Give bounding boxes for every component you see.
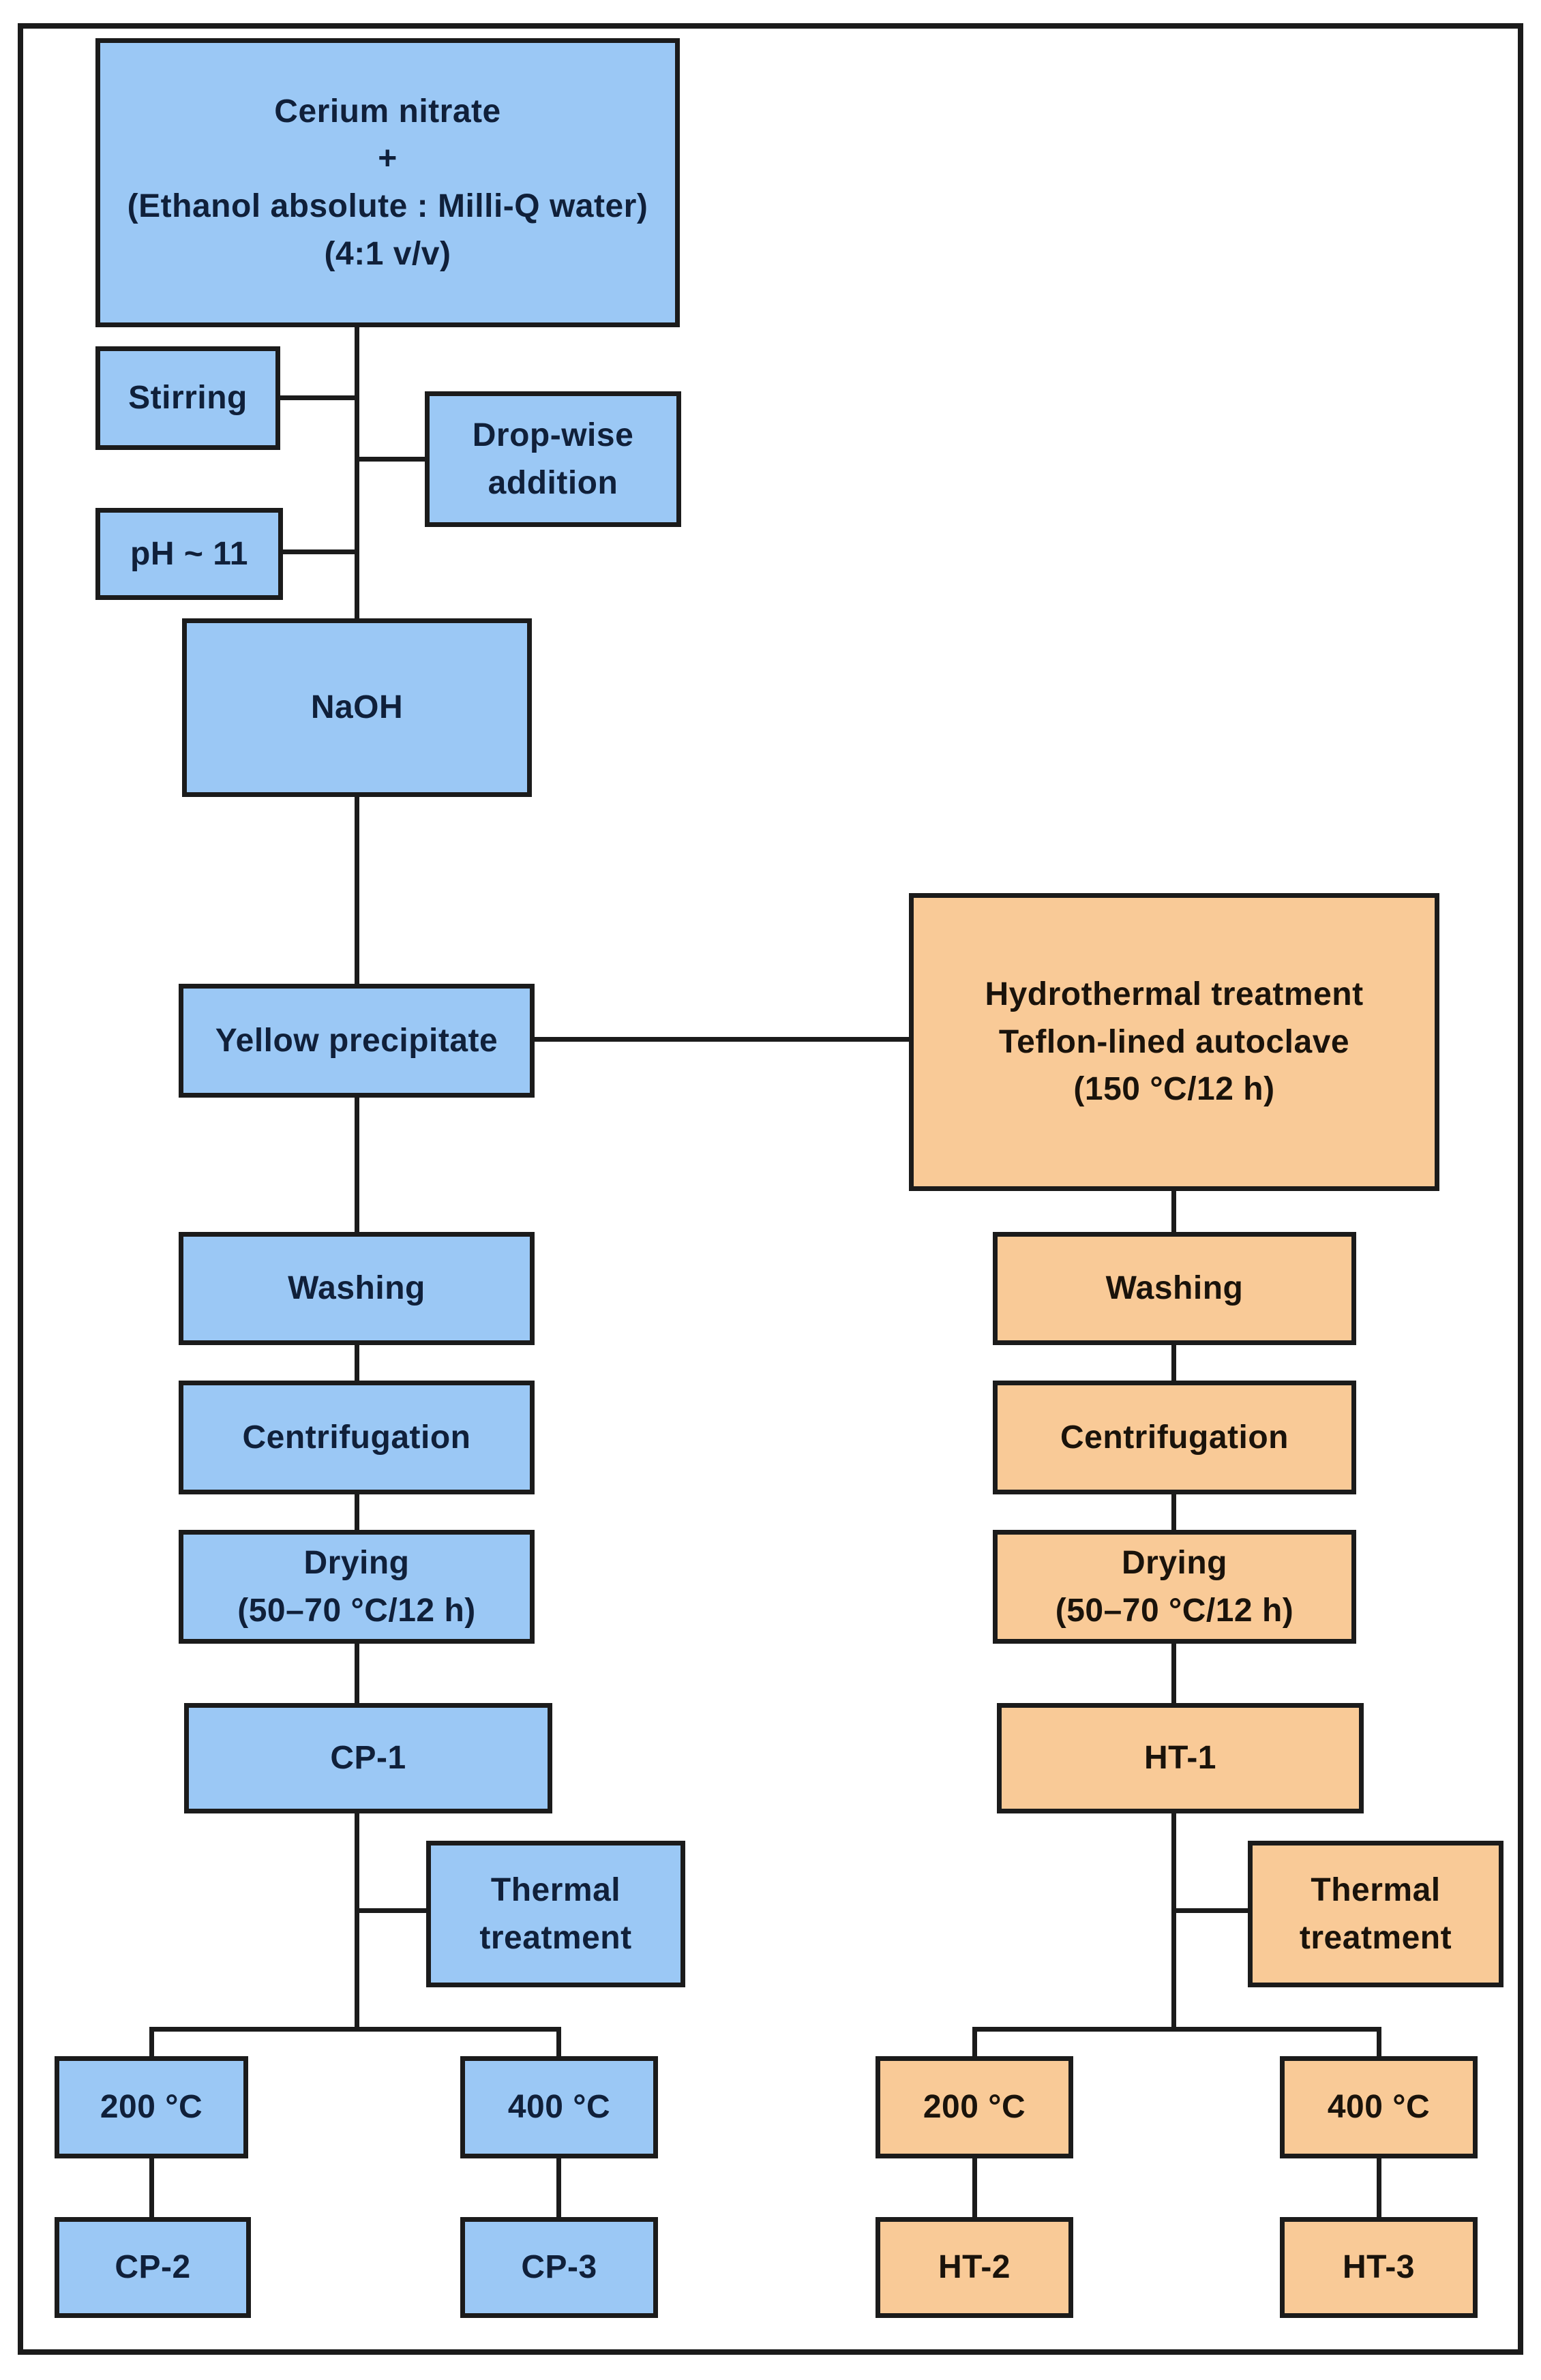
edge-precipitate-to-hydrothermal: [533, 1037, 910, 1042]
edge-stub-ph: [279, 549, 357, 554]
node-dropwise-addition: Drop-wise addition: [425, 391, 681, 527]
edge-stub-dropwise: [357, 457, 426, 462]
node-precursor: Cerium nitrate + (Ethanol absolute : Mil…: [95, 38, 680, 327]
edge-ht200-to-ht2: [972, 2157, 977, 2220]
node-yellow-precipitate: Yellow precipitate: [179, 984, 535, 1098]
node-ht3: HT-3: [1280, 2217, 1478, 2318]
edge-cp-split-bar: [149, 2027, 561, 2032]
edge-ht400-to-ht3: [1377, 2157, 1381, 2220]
edge-stub-ht-thermal: [1173, 1908, 1249, 1913]
edge-ht-drying-to-ht1: [1171, 1642, 1176, 1704]
edge-cp400-to-cp3: [556, 2157, 561, 2220]
node-naoh: NaOH: [182, 618, 532, 797]
edge-stub-cp-thermal: [357, 1908, 428, 1913]
edge-cp200-to-cp2: [149, 2157, 154, 2220]
edge-precursor-to-naoh: [355, 326, 359, 620]
edge-naoh-to-precipitate: [355, 796, 359, 985]
node-cp-400c: 400 °C: [460, 2056, 658, 2158]
node-cp-thermal-treatment: Thermal treatment: [426, 1841, 685, 1987]
edge-stub-stirring: [279, 395, 357, 400]
node-ht-200c: 200 °C: [876, 2056, 1073, 2158]
node-cp3: CP-3: [460, 2217, 658, 2318]
node-ht1: HT-1: [997, 1703, 1364, 1813]
edge-hydrothermal-to-washing: [1171, 1190, 1176, 1235]
edge-cp-drying-to-cp1: [355, 1642, 359, 1704]
node-ht-drying: Drying (50–70 °C/12 h): [993, 1530, 1356, 1644]
node-stirring: Stirring: [95, 346, 280, 450]
node-cp1: CP-1: [184, 1703, 552, 1813]
node-ht-400c: 400 °C: [1280, 2056, 1478, 2158]
node-cp-drying: Drying (50–70 °C/12 h): [179, 1530, 535, 1644]
node-ht2: HT-2: [876, 2217, 1073, 2318]
node-ph: pH ~ 11: [95, 508, 283, 600]
edge-ht-split-left-drop: [972, 2027, 977, 2059]
edge-ht-split-right-drop: [1377, 2027, 1381, 2059]
edge-ht1-to-split: [1171, 1812, 1176, 2032]
node-hydrothermal-treatment: Hydrothermal treatment Teflon-lined auto…: [909, 893, 1439, 1191]
edge-ht-centrifugation-to-drying: [1171, 1493, 1176, 1531]
edge-cp-centrifugation-to-drying: [355, 1493, 359, 1531]
edge-ht-washing-to-centrifugation: [1171, 1344, 1176, 1382]
edge-cp-split-left-drop: [149, 2027, 154, 2059]
edge-cp-split-right-drop: [556, 2027, 561, 2059]
node-ht-washing: Washing: [993, 1232, 1356, 1345]
node-cp-washing: Washing: [179, 1232, 535, 1345]
node-cp-centrifugation: Centrifugation: [179, 1381, 535, 1494]
edge-cp-washing-to-centrifugation: [355, 1344, 359, 1382]
node-cp2: CP-2: [55, 2217, 251, 2318]
edge-ht-split-bar: [972, 2027, 1381, 2032]
edge-cp1-to-split: [355, 1812, 359, 2032]
node-ht-thermal-treatment: Thermal treatment: [1248, 1841, 1503, 1987]
edge-precipitate-to-washing: [355, 1096, 359, 1233]
node-cp-200c: 200 °C: [55, 2056, 248, 2158]
node-ht-centrifugation: Centrifugation: [993, 1381, 1356, 1494]
